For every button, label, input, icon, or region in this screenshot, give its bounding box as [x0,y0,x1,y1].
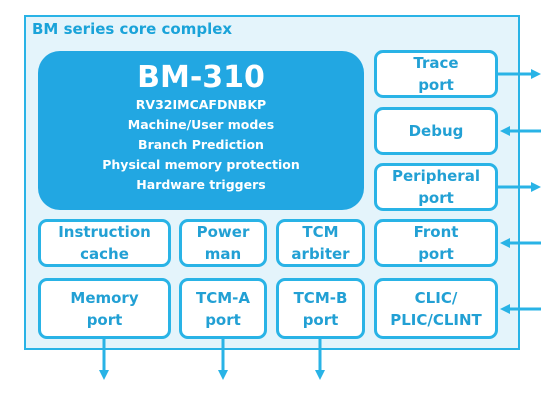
block-label: port [205,310,241,329]
peripheral-out-arrow [498,182,541,192]
tcm-a-port-block: TCM-A port [179,278,267,339]
instruction-cache-block: Instruction cache [38,219,171,267]
block-label: CLIC/ [414,288,458,307]
block-label: TCM-A [195,288,250,307]
clic-plic-clint-block: CLIC/ PLIC/CLINT [374,278,498,339]
trace-port-block: Trace port [374,50,498,98]
block-label: TCM-B [293,288,348,307]
tcm-a-down-arrow [218,339,228,380]
block-label: PLIC/CLINT [390,310,482,329]
block-label: port [86,310,123,329]
block-label: port [418,76,454,94]
block-label: Debug [408,122,464,140]
power-man-block: Power man [179,219,267,267]
clic-in-arrow [500,304,541,314]
tcm-b-port-block: TCM-B port [276,278,365,339]
front-in-arrow [500,238,541,248]
debug-block: Debug [374,107,498,155]
block-label: cache [80,245,129,263]
block-label: TCM [302,223,339,241]
trace-out-arrow [498,69,541,79]
block-label: Front [413,223,459,241]
block-label: port [418,189,454,207]
block-label: Instruction [58,223,151,241]
block-label: man [204,245,242,263]
memory-port-block: Memory port [38,278,171,339]
core-feature: Physical memory protection [102,157,300,172]
block-label: port [418,245,454,263]
core-block: BM-310 RV32IMCAFDNBKP Machine/User modes… [38,51,364,210]
block-label: Power [196,223,250,241]
memory-down-arrow [99,339,109,380]
front-port-block: Front port [374,219,498,267]
core-feature: Branch Prediction [138,137,264,152]
block-label: Memory [70,288,139,307]
block-label: Peripheral [392,167,480,185]
debug-in-arrow [500,126,541,136]
block-label: arbiter [291,245,350,263]
block-label: Trace [413,54,459,72]
core-name: BM-310 [137,60,265,95]
block-label: port [302,310,339,329]
tcm-b-down-arrow [315,339,325,380]
core-feature: Machine/User modes [127,117,275,132]
core-feature: Hardware triggers [136,177,266,192]
complex-title: BM series core complex [32,20,233,38]
core-feature: RV32IMCAFDNBKP [135,97,267,112]
tcm-arbiter-block: TCM arbiter [276,219,365,267]
peripheral-port-block: Peripheral port [374,163,498,211]
